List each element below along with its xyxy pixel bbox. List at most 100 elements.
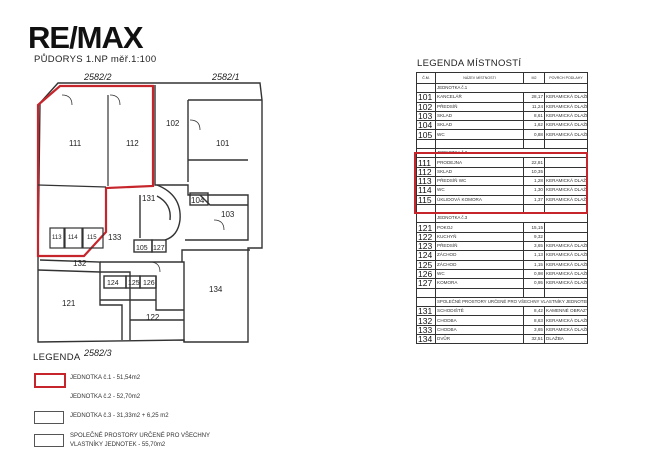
- room-111-label: 111: [69, 139, 82, 148]
- room-104-label: 104: [191, 196, 205, 205]
- room-floor-cell: [544, 231, 588, 243]
- room-num-cell: 104: [416, 120, 436, 131]
- room-126-label: 126: [143, 280, 155, 287]
- room-floor-cell: [544, 222, 588, 233]
- table-cell: [416, 213, 436, 224]
- header-cell: NÁZEV MÍSTNOSTI: [435, 72, 524, 84]
- unit-2-outline: [36, 84, 155, 258]
- table-row: JEDNOTKA č.3: [416, 213, 588, 224]
- room-floor-cell: KERAMICKÁ DLAŽBA: [544, 259, 588, 270]
- legend-swatch-unit-3: [34, 411, 64, 424]
- room-name-cell: PŘEDSÍŇ: [435, 241, 524, 252]
- legend-swatch-common: [34, 434, 64, 447]
- parcel-2582-3: 2582/3: [83, 348, 112, 358]
- room-133-label: 133: [108, 233, 122, 242]
- room-floor-cell: KERAMICKÁ DLAŽBA: [544, 278, 588, 289]
- table-cell: [416, 82, 436, 94]
- room-floor-cell: KERAMICKÁ DLAŽBA: [544, 241, 588, 252]
- room-num-cell: 125: [416, 259, 436, 270]
- room-num-cell: 124: [416, 250, 436, 261]
- room-127-label: 127: [153, 245, 165, 252]
- room-num-cell: 126: [416, 268, 436, 280]
- header-cell: POVRCH PODLAHY: [544, 72, 588, 84]
- table-cell: [544, 287, 588, 298]
- room-124-label: 124: [107, 280, 119, 287]
- room-area-cell: 28,17: [523, 92, 545, 103]
- room-num-cell: 121: [416, 222, 436, 233]
- room-floor-cell: KERAMICKÁ DLAŽBA: [544, 110, 588, 122]
- table-row: [416, 287, 588, 298]
- room-name-cell: CHODBA: [435, 315, 524, 326]
- room-area-cell: 8,61: [523, 110, 545, 122]
- room-floor-cell: KERAMICKÁ DLAŽBA: [544, 129, 588, 140]
- room-table-title: LEGENDA MÍSTNOSTÍ: [417, 58, 522, 69]
- table-cell: [544, 138, 588, 150]
- room-name-cell: SKLAD: [435, 120, 524, 131]
- room-122-label: 122: [146, 313, 160, 322]
- room-132-label: 132: [73, 259, 87, 268]
- room-table: Č.M. NÁZEV MÍSTNOSTI M2 POVRCH PODLAHY J…: [416, 72, 588, 345]
- room-area-cell: 3,65: [523, 241, 545, 252]
- parcel-2582-2: 2582/2: [83, 72, 112, 82]
- room-area-cell: 15,15: [523, 222, 545, 233]
- room-floor-cell: KERAMICKÁ DLAŽBA: [544, 120, 588, 131]
- room-floor-cell: KERAMICKÁ DLAŽBA: [544, 315, 588, 326]
- room-num-cell: 133: [416, 324, 436, 336]
- table-cell: [416, 287, 436, 298]
- room-area-cell: 32,51: [523, 333, 545, 345]
- room-floor-cell: KERAMICKÁ DLAŽBA: [544, 324, 588, 336]
- table-cell: [523, 138, 545, 150]
- legend-text-common-1: SPOLEČNÉ PROSTORY URČENÉ PRO VŠECHNY: [70, 433, 211, 439]
- room-112-label: 112: [126, 139, 139, 148]
- table-cell: [435, 287, 524, 298]
- room-125-label: 125: [128, 280, 140, 287]
- room-area-cell: 0,98: [523, 268, 545, 280]
- room-area-cell: 3,65: [523, 324, 545, 336]
- legend-swatch-unit-1: [34, 373, 66, 388]
- room-area-cell: 8,63: [523, 315, 545, 326]
- room-102-label: 102: [166, 119, 180, 128]
- room-name-cell: KOMORA: [435, 278, 524, 289]
- room-134-label: 134: [209, 285, 223, 294]
- room-num-cell: 127: [416, 278, 436, 289]
- table-cell: [435, 138, 524, 150]
- room-floor-cell: KERAMICKÁ DLAŽBA: [544, 101, 588, 112]
- room-name-cell: KANCELÁŘ: [435, 92, 524, 103]
- legend-text-unit-1: JEDNOTKA č.1 - 51,54m2: [70, 375, 141, 381]
- room-113-label: 113: [52, 235, 62, 241]
- legend-text-unit-3: JEDNOTKA č.3 - 31,33m2 + 6,25 m2: [70, 413, 169, 419]
- room-name-cell: WC: [435, 268, 524, 280]
- room-115-label: 115: [87, 235, 97, 241]
- room-num-cell: 122: [416, 231, 436, 243]
- room-num-cell: 132: [416, 315, 436, 326]
- room-num-cell: 101: [416, 92, 436, 103]
- group-label: SPOLEČNÉ PROSTORY URČENÉ PRO VŠECHNY VLA…: [435, 296, 588, 308]
- room-area-cell: 1,15: [523, 259, 545, 270]
- room-floor-cell: KERAMICKÁ DLAŽBA: [544, 250, 588, 261]
- table-row: JEDNOTKA č.1: [416, 82, 588, 94]
- room-name-cell: PŘEDSÍŇ: [435, 101, 524, 112]
- room-num-cell: 131: [416, 306, 436, 317]
- header-cell: M2: [523, 72, 545, 84]
- room-num-cell: 102: [416, 101, 436, 112]
- room-floor-cell: KAMENNÉ OBRAZY: [544, 306, 588, 317]
- legend-text-unit-2: JEDNOTKA č.2 - 52,70m2: [70, 394, 141, 400]
- room-131-label: 131: [142, 194, 156, 203]
- room-area-cell: 1,13: [523, 250, 545, 261]
- room-num-cell: 105: [416, 129, 436, 140]
- legend-title: LEGENDA: [33, 352, 81, 363]
- room-114-label: 114: [68, 235, 78, 241]
- room-101-label: 101: [216, 139, 230, 148]
- room-area-cell: 1,62: [523, 120, 545, 131]
